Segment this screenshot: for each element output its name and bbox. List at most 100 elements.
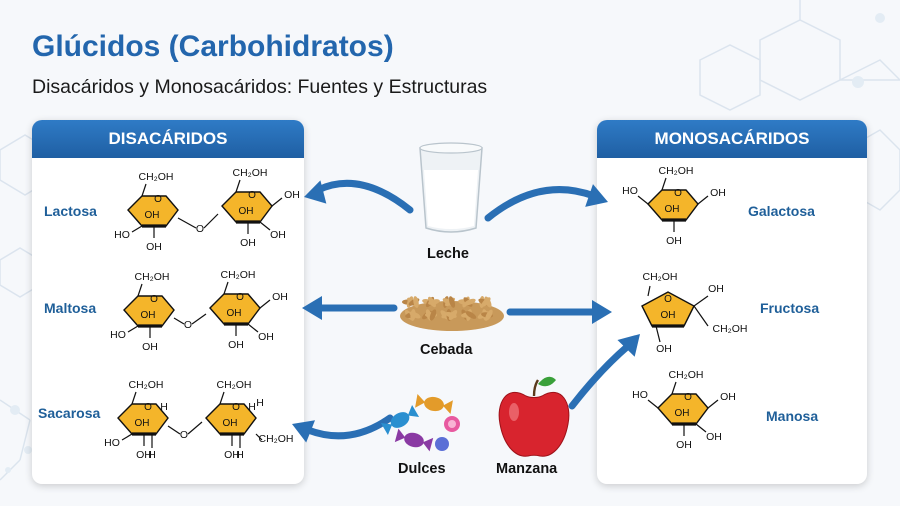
arrow-candy-to-sucrose-head: [292, 420, 316, 443]
bond-line: [191, 313, 207, 325]
bond-line: [235, 179, 241, 193]
ring-oh-label: OH: [135, 418, 150, 429]
arrow-candy-to-sucrose: [304, 414, 394, 440]
candy-body: [390, 412, 410, 428]
glycosidic-oxygen-label: O: [180, 429, 188, 441]
ring-oh-label: OH: [239, 206, 254, 217]
barley-grain: [413, 296, 419, 308]
mannose-label: Manosa: [766, 408, 819, 424]
oh-label: OH: [676, 439, 692, 451]
arrow-barley-to-maltose-head: [302, 296, 322, 320]
oh-label: OH: [708, 283, 724, 295]
ring-oh-label: OH: [227, 308, 242, 319]
ho-label: HO: [622, 185, 638, 197]
ring-oh-label: OH: [141, 310, 156, 321]
oh-label: OH: [666, 235, 682, 247]
page-subtitle: Disacáridos y Monosacáridos: Fuentes y E…: [32, 76, 488, 98]
barley-grain: [429, 309, 437, 321]
candy-wrap-left: [415, 393, 426, 408]
bond-line: [177, 217, 197, 229]
arrow-apple-to-fructose: [568, 342, 632, 410]
ring-oxygen-label: O: [232, 402, 240, 413]
oh-label: OH: [258, 331, 274, 343]
apple-body: [498, 391, 570, 457]
milk-glass-icon: [419, 142, 483, 233]
bond-line: [693, 305, 709, 327]
wrapped-candy: [415, 393, 453, 415]
bond-line: [127, 325, 139, 333]
galactose-label: Galactosa: [748, 203, 815, 219]
ho-label: HO: [632, 389, 648, 401]
apple-highlight: [509, 403, 519, 421]
apple-leaf: [538, 376, 556, 387]
bond-line: [671, 381, 677, 395]
ch2oh-label: CH₂OH: [217, 379, 252, 391]
barley-grain: [409, 311, 421, 319]
arrow-apple-to-fructose-head: [617, 334, 640, 357]
bond-line: [131, 225, 143, 233]
arrow-barley-to-fructose-head: [592, 300, 612, 324]
disaccharides-header: DISACÁRIDOS: [32, 120, 304, 158]
ch2oh-label: CH₂OH: [713, 323, 748, 335]
oh-label: OH: [228, 339, 244, 351]
bond-line: [137, 283, 143, 297]
bond-line: [173, 317, 185, 325]
bond-line: [697, 195, 709, 205]
h-label: H: [256, 397, 264, 409]
oh-label: OH: [224, 449, 240, 461]
candy-wrap-right: [422, 437, 434, 452]
milk-label: Leche: [427, 246, 469, 262]
round-candy: [435, 437, 449, 451]
barley-grain: [428, 299, 440, 305]
bond-line: [203, 213, 219, 229]
barley-grain: [448, 309, 458, 321]
barley-grain: [464, 298, 476, 306]
ch2oh-label: CH₂OH: [129, 379, 164, 391]
ring-oxygen-label: O: [674, 188, 682, 199]
apple-label: Manzana: [496, 461, 558, 477]
oh-label: OH: [270, 229, 286, 241]
ring-oxygen-label: O: [248, 190, 256, 201]
ch2oh-label: CH₂OH: [643, 271, 678, 283]
barley-grain: [484, 296, 492, 308]
candy-wrap-left: [394, 428, 406, 443]
apple-icon: [498, 376, 570, 457]
candy-wrap-right: [442, 400, 453, 415]
oh-label: OH: [710, 187, 726, 199]
ring-oxygen-label: O: [144, 402, 152, 413]
sucrose-label: Sacarosa: [38, 405, 101, 421]
glycosidic-oxygen-label: O: [196, 223, 204, 235]
oh-label: OH: [146, 241, 162, 253]
bond-line: [219, 391, 225, 405]
oh-label: OH: [272, 291, 288, 303]
ring-oh-label: OH: [661, 310, 676, 321]
glycosidic-oxygen-label: O: [184, 319, 192, 331]
ho-label: HO: [104, 437, 120, 449]
bond-line: [247, 323, 259, 333]
bond-line: [167, 425, 181, 435]
bond-line: [121, 433, 133, 441]
arrow-milk-to-galactose: [484, 186, 598, 222]
bond-line: [223, 281, 229, 295]
h-label: H: [160, 401, 168, 413]
barley-grain: [485, 309, 493, 321]
ring-oh-label: OH: [675, 408, 690, 419]
ring-oxygen-label: O: [236, 292, 244, 303]
candy-body: [424, 396, 444, 412]
candy-wrap-left: [380, 422, 393, 436]
fructose-label: Fructosa: [760, 300, 820, 316]
bond-line: [259, 221, 271, 231]
h-label: H: [248, 401, 256, 413]
bond-line: [141, 183, 147, 197]
ch2oh-label: CH₂OH: [659, 165, 694, 177]
ho-label: HO: [114, 229, 130, 241]
ring-oh-label: OH: [223, 418, 238, 429]
ch2oh-label: CH₂OH: [135, 271, 170, 283]
milk-fill: [424, 170, 478, 229]
